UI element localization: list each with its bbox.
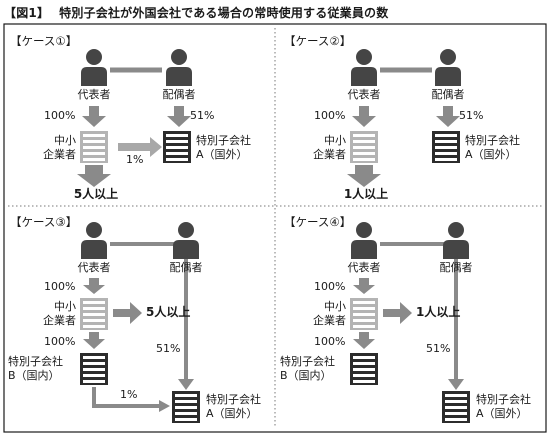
building-icon <box>350 353 378 385</box>
arrow-icon <box>383 302 412 324</box>
case-4-result: 1人以上 <box>416 305 461 319</box>
case-1-rep-pct: 100% <box>44 109 76 122</box>
case-3-company: 中小 企業者 <box>43 300 76 327</box>
arrow-icon <box>118 137 162 157</box>
case-1-representative: 代表者 <box>77 88 111 101</box>
building-icon <box>80 131 108 163</box>
case-3-sub-a: 特別子会社 A（国外） <box>206 393 261 420</box>
case-1-company: 中小 企業者 <box>43 134 76 161</box>
person-icon <box>81 49 107 86</box>
person-icon <box>166 49 192 86</box>
case-3-result: 5人以上 <box>146 305 191 319</box>
case-1-sub-a: 特別子会社 A（国外） <box>196 134 251 161</box>
case-3-b-to-a-line <box>92 387 160 408</box>
case-2-sub-a: 特別子会社 A（国外） <box>465 134 520 161</box>
arrow-icon <box>77 165 111 187</box>
case-1-group <box>77 49 192 187</box>
case-2-rep-pct: 100% <box>314 109 346 122</box>
case-4-representative: 代表者 <box>347 261 381 274</box>
person-icon <box>81 222 107 259</box>
arrow-icon <box>347 165 381 187</box>
arrow-icon <box>352 106 376 127</box>
case-2-spouse-pct: 51% <box>459 109 484 122</box>
case-4-company: 中小 企業者 <box>313 300 346 327</box>
case-3-sub-b: 特別子会社 B（国内） <box>8 355 63 382</box>
arrow-icon <box>178 379 194 390</box>
case-4-sub-a: 特別子会社 A（国外） <box>476 393 531 420</box>
case-4-label: 【ケース④】 <box>284 215 352 229</box>
case-1-result: 5人以上 <box>73 187 119 201</box>
arrow-icon <box>448 379 464 390</box>
case-2-result: 1人以上 <box>343 187 389 201</box>
case-4-company-to-b-pct: 100% <box>314 335 346 348</box>
case-2-group <box>347 49 461 187</box>
arrow-icon <box>82 106 106 127</box>
building-icon <box>172 391 200 423</box>
case-3-rep-pct: 100% <box>44 280 76 293</box>
person-icon <box>435 49 461 86</box>
case-4-sub-b: 特別子会社 B（国内） <box>280 355 335 382</box>
person-icon <box>173 222 199 259</box>
case-4-rep-pct: 100% <box>314 280 346 293</box>
building-icon <box>163 131 191 163</box>
case-3-spouse: 配偶者 <box>169 261 203 274</box>
case-4-spouse-pct: 51% <box>426 342 451 355</box>
case-2-representative: 代表者 <box>347 88 381 101</box>
building-icon <box>432 131 460 163</box>
arrow-icon <box>353 332 375 349</box>
case-2-company: 中小 企業者 <box>313 134 346 161</box>
arrow-icon <box>159 400 170 412</box>
building-icon <box>350 298 378 330</box>
person-icon <box>351 49 377 86</box>
person-icon <box>443 222 469 259</box>
figure-title: 【図1】特別子会社が外国会社である場合の常時使用する従業員の数 <box>4 4 398 21</box>
frame-border <box>3 23 547 433</box>
arrow-icon <box>113 302 142 324</box>
person-icon <box>351 222 377 259</box>
figure-label: 【図1】 <box>4 6 50 20</box>
case-3-group <box>80 222 200 423</box>
case-3-label: 【ケース③】 <box>10 215 78 229</box>
case-2-spouse: 配偶者 <box>431 88 465 101</box>
case-1-spouse: 配偶者 <box>162 88 196 101</box>
case-1-company-to-a-pct: 1% <box>126 153 144 166</box>
case-1-label: 【ケース①】 <box>10 34 78 48</box>
building-icon <box>80 298 108 330</box>
building-icon <box>442 391 470 423</box>
case-4-spouse: 配偶者 <box>439 261 473 274</box>
case-3-spouse-pct: 51% <box>156 342 181 355</box>
arrow-icon <box>436 106 460 127</box>
arrow-icon <box>83 278 105 294</box>
arrow-icon <box>167 106 191 127</box>
case-1-spouse-pct: 51% <box>190 109 215 122</box>
building-icon <box>80 353 108 385</box>
case-3-representative: 代表者 <box>77 261 111 274</box>
case-3-b-to-a-pct: 1% <box>120 388 138 401</box>
case-3-company-to-b-pct: 100% <box>44 335 76 348</box>
case-2-label: 【ケース②】 <box>284 34 352 48</box>
arrow-icon <box>83 332 105 349</box>
case-4-group <box>350 222 470 423</box>
figure-title-text: 特別子会社が外国会社である場合の常時使用する従業員の数 <box>59 6 389 20</box>
building-icon <box>350 131 378 163</box>
arrow-icon <box>353 278 375 294</box>
